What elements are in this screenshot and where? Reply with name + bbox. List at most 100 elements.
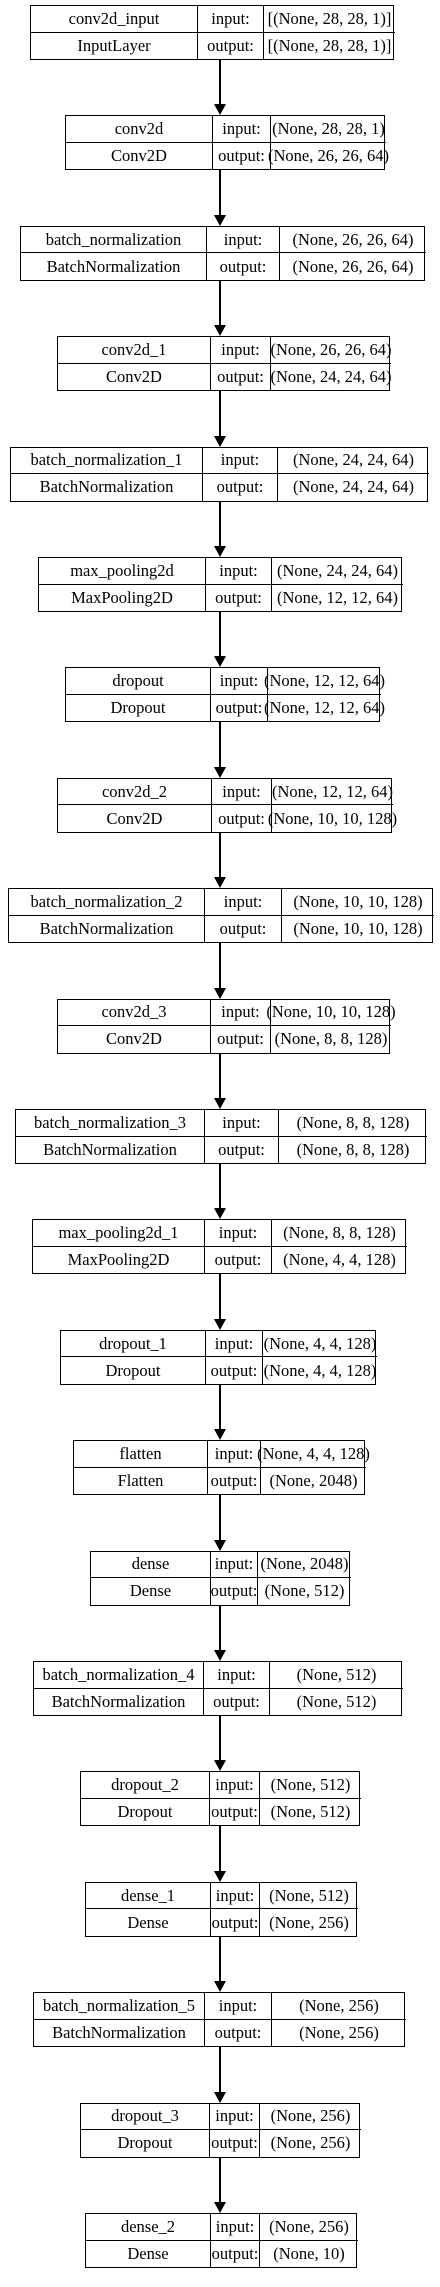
output-shape: (None, 512) [264, 1581, 345, 1601]
arrowhead-icon [214, 1649, 226, 1661]
input-shape: (None, 26, 26, 64) [271, 337, 392, 364]
layer-type: BatchNormalization [11, 474, 203, 501]
input-label: input: [212, 778, 272, 806]
input-shape: (None, 2048) [258, 1552, 351, 1579]
output-shape: (None, 256) [299, 2022, 379, 2042]
layer-type: MaxPooling2D [39, 584, 206, 611]
arrowhead-icon [214, 1760, 226, 1772]
output-label: output: [206, 1357, 263, 1384]
arrowhead-icon [214, 325, 226, 337]
output-label: output: [205, 915, 282, 943]
arrowhead-icon [214, 987, 226, 999]
layer-type: BatchNormalization [16, 1136, 205, 1163]
output-label: output: [207, 253, 280, 280]
input-label: input: [206, 558, 272, 585]
input-label: input: [198, 6, 264, 33]
input-label: input: [204, 1662, 270, 1689]
arrowhead-icon [214, 2091, 226, 2103]
output-label: output: [210, 2130, 260, 2157]
output-shape: (None, 256) [269, 1912, 349, 1932]
arrowhead-icon [214, 104, 226, 116]
output-label: output: [211, 363, 271, 391]
input-label: input: [208, 1441, 261, 1468]
output-label: output: [211, 1909, 260, 1936]
output-shape: (None, 2048) [269, 1470, 358, 1490]
arrowhead-icon [214, 656, 226, 668]
layer-type: Dense [91, 1578, 211, 1605]
layer-type: Conv2D [58, 805, 212, 832]
input-shape: (None, 24, 24, 64) [272, 558, 403, 585]
layer-type: Conv2D [66, 142, 213, 170]
layer-type: BatchNormalization [9, 915, 205, 943]
input-label: input: [211, 1551, 258, 1579]
output-shape: (None, 4, 4, 128) [263, 1360, 377, 1380]
arrowhead-icon [214, 2201, 226, 2213]
output-shape: (None, 8, 8, 128) [296, 1139, 410, 1159]
input-label: input: [203, 447, 278, 475]
arrowhead-icon [214, 1318, 226, 1330]
output-shape: (None, 26, 26, 64) [268, 146, 389, 166]
layer-name: conv2d_1 [58, 337, 211, 364]
output-label: output: [204, 1688, 270, 1715]
layer-name: conv2d_2 [58, 778, 212, 806]
output-label: output: [205, 1136, 279, 1163]
input-label: input: [211, 337, 271, 364]
input-label: input: [210, 1772, 260, 1799]
layer-name: batch_normalization_5 [34, 1993, 205, 2020]
layer-name: batch_normalization [21, 226, 207, 254]
arrowhead-icon [214, 214, 226, 226]
layer-type: Dense [86, 1909, 211, 1936]
layer-name: max_pooling2d [39, 558, 206, 585]
output-label: output: [210, 1798, 260, 1826]
input-shape: (None, 10, 10, 128) [282, 889, 434, 916]
input-shape: (None, 28, 28, 1) [271, 116, 386, 143]
output-label: output: [208, 1467, 261, 1495]
layer-type: Dropout [81, 1798, 210, 1826]
layer-name: dropout [66, 668, 211, 695]
input-shape: (None, 512) [270, 1662, 403, 1689]
layer-name: batch_normalization_4 [34, 1662, 204, 1689]
input-shape: (None, 256) [260, 2214, 358, 2241]
layer-type: Dropout [66, 694, 211, 722]
input-shape: (None, 10, 10, 128) [266, 1000, 396, 1027]
output-shape: (None, 12, 12, 64) [277, 587, 398, 607]
input-shape: (None, 12, 12, 64) [272, 779, 393, 806]
output-label: output: [205, 2019, 272, 2047]
output-label: output: [211, 694, 268, 722]
layer-name: conv2d_input [31, 6, 198, 33]
output-shape: (None, 10) [273, 2243, 345, 2263]
output-shape: (None, 4, 4, 128) [283, 1250, 396, 1270]
layer-type: BatchNormalization [21, 253, 207, 280]
layer-name: flatten [74, 1441, 208, 1468]
layer-type: InputLayer [31, 32, 198, 59]
input-shape: (None, 26, 26, 64) [280, 227, 426, 254]
output-shape: (None, 24, 24, 64) [293, 477, 414, 497]
output-label: output: [211, 1026, 271, 1053]
layer-name: batch_normalization_3 [16, 1110, 205, 1137]
layer-name: batch_normalization_1 [11, 447, 203, 475]
input-shape: (None, 4, 4, 128) [263, 1331, 377, 1358]
arrowhead-icon [214, 1208, 226, 1220]
layer-name: dense_1 [86, 1882, 211, 1910]
output-shape: (None, 8, 8, 128) [274, 1029, 388, 1049]
layer-name: dense_2 [86, 2214, 211, 2241]
input-label: input: [211, 2214, 260, 2241]
arrowhead-icon [214, 877, 226, 889]
input-shape: (None, 512) [260, 1772, 361, 1799]
arrowhead-icon [214, 766, 226, 778]
